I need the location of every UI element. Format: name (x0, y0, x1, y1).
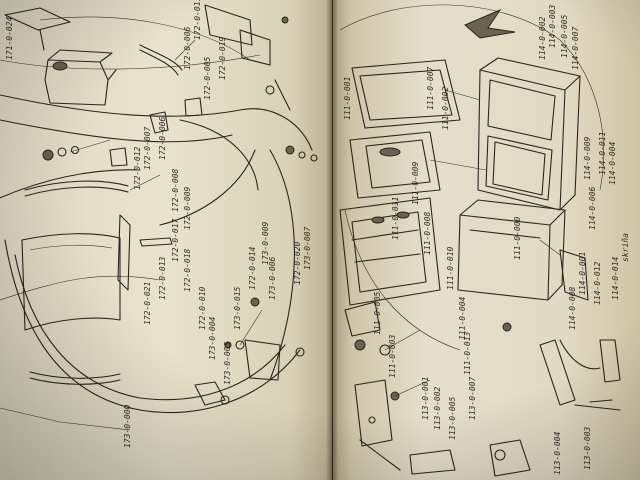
left-part-label: 173-0-005 (223, 341, 232, 385)
left-part-label: 172-0-012 (133, 146, 142, 190)
left-part-label: 172-0-010 (198, 286, 207, 330)
right-part-label: 113-0-001 (421, 377, 430, 420)
right-part-label: 111-0-004 (458, 296, 467, 340)
handwritten-note: skriňa (621, 233, 630, 262)
right-part-label: 114-0-005 (560, 14, 569, 58)
right-part-label: 114-0-007 (571, 26, 580, 70)
left-part-label: 172-0-018 (183, 248, 192, 292)
right-part-label: 113-0-005 (448, 396, 457, 440)
left-part-label: 172-0-007 (143, 126, 152, 170)
left-part-label: 172-0-006 (183, 26, 192, 70)
left-part-label: 172-0-019 (218, 36, 227, 80)
book-gutter (326, 0, 338, 480)
right-part-label: 111-0-009 (411, 161, 420, 205)
right-exploded-diagram: 111-0-001 111-0-003 111-0-005 111-0-007 111-… (339, 4, 630, 477)
right-part-label: 111-0-002 (441, 86, 450, 130)
right-part-label: 111-0-011 (391, 197, 400, 240)
left-part-label: 172-0-020 (293, 241, 302, 285)
right-part-label: 111-0-000 (513, 216, 522, 260)
left-part-label: 172-0-013 (158, 256, 167, 300)
right-part-label: 114-0-002 (538, 16, 547, 60)
right-part-label: 111-0-005 (373, 291, 382, 335)
left-part-label: 172-0-005 (203, 56, 212, 100)
left-part-label: 172-0-008 (171, 168, 180, 212)
left-part-label: 172-0-014 (248, 246, 257, 290)
right-part-label: 111-0-007 (426, 66, 435, 110)
right-part-label: 111-0-013 (463, 331, 472, 375)
right-part-label: 114-0-014 (611, 256, 620, 300)
right-page (333, 0, 640, 480)
left-part-label: 173-0-007 (303, 226, 312, 270)
left-part-label: 173-0-015 (233, 286, 242, 330)
right-part-label: 111-0-001 (343, 77, 352, 120)
left-part-label: 172-0-017 (171, 218, 180, 262)
right-part-label: 114-0-006 (588, 186, 597, 230)
right-part-label: 114-0-009 (583, 136, 592, 180)
right-part-labels: 111-0-001 111-0-003 111-0-005 111-0-007 111-… (343, 4, 620, 475)
left-part-label: 172-0-006 (158, 116, 167, 160)
right-part-label: 111-0-003 (388, 334, 397, 378)
left-part-label: 172-0-011 (193, 0, 202, 40)
right-part-label: 113-0-003 (583, 426, 592, 470)
right-part-label: 113-0-007 (468, 376, 477, 420)
right-part-label: 113-0-002 (433, 386, 442, 430)
right-part-label: 113-0-004 (553, 431, 562, 475)
left-part-label: 173-0-006 (268, 256, 277, 300)
right-part-label: 114-0-011 (598, 132, 607, 175)
right-part-label: 114-0-004 (608, 141, 617, 185)
right-part-label: 111-0-010 (446, 246, 455, 290)
left-part-label: 172-0-009 (183, 186, 192, 230)
right-part-label: 114-0-003 (548, 4, 557, 48)
left-part-label: 173-0-004 (208, 316, 217, 360)
left-part-label: 173-0-009 (261, 221, 270, 265)
left-part-label: 173-0-000 (123, 404, 132, 448)
right-part-label: 114-0-001 (578, 252, 587, 295)
left-part-label: 171-0-024 (5, 16, 14, 60)
left-part-label: 172-0-021 (143, 282, 152, 325)
right-part-label: 111-0-008 (423, 211, 432, 255)
right-part-label: 114-0-008 (568, 286, 577, 330)
right-part-label: 114-0-012 (593, 261, 602, 305)
